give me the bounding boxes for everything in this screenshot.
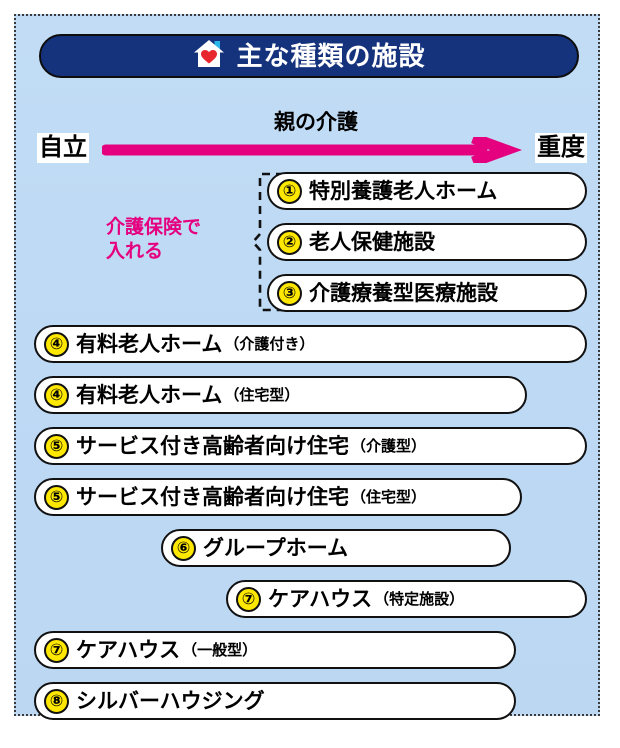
facility-row[interactable]: ① 特別養護老人ホーム xyxy=(267,172,587,210)
facility-name: ケアハウス xyxy=(268,587,373,611)
facility-row[interactable]: ③ 介護療養型医療施設 xyxy=(267,274,587,312)
facility-name: グループホーム xyxy=(203,536,349,560)
facility-name: 介護療養型医療施設 xyxy=(309,281,498,305)
facility-subtype: （住宅型） xyxy=(224,386,300,404)
facility-row[interactable]: ④ 有料老人ホーム（住宅型） xyxy=(34,376,527,414)
severity-arrow-icon xyxy=(100,132,523,168)
facility-name: サービス付き高齢者向け住宅 xyxy=(76,485,349,509)
facility-number-badge: ⑦ xyxy=(236,586,261,612)
facility-name: シルバーハウジング xyxy=(76,689,265,713)
facility-subtype: （介護付き） xyxy=(224,335,315,353)
facility-name: ケアハウス xyxy=(76,638,181,662)
axis-caption: 親の介護 xyxy=(16,112,602,133)
title-bar: 主な種類の施設 xyxy=(39,34,579,78)
insurance-note-line2: 入れる xyxy=(106,241,164,263)
facility-number-badge: ⑥ xyxy=(171,535,196,561)
facility-name: 有料老人ホーム xyxy=(76,383,223,407)
facility-number-badge: ④ xyxy=(44,382,69,408)
facility-subtype: （介護型） xyxy=(351,437,427,455)
facility-row[interactable]: ⑦ ケアハウス（一般型） xyxy=(34,631,516,669)
facility-number-badge: ⑦ xyxy=(44,637,69,663)
insurance-note-line1: 介護保険で xyxy=(106,217,202,238)
facility-subtype: （一般型） xyxy=(182,641,258,659)
facility-row[interactable]: ⑦ ケアハウス（特定施設） xyxy=(226,580,587,618)
facility-row[interactable]: ⑧ シルバーハウジング xyxy=(34,682,516,720)
facility-name: 有料老人ホーム xyxy=(76,332,223,356)
facility-number-badge: ② xyxy=(277,229,302,255)
page-title: 主な種類の施設 xyxy=(236,41,426,71)
facility-number-badge: ③ xyxy=(277,280,302,306)
house-heart-icon xyxy=(192,38,226,74)
facility-row[interactable]: ⑥ グループホーム xyxy=(161,529,511,567)
facility-row[interactable]: ④ 有料老人ホーム（介護付き） xyxy=(34,325,587,363)
facility-subtype: （特定施設） xyxy=(374,590,465,608)
severity-axis: 自立 重度 xyxy=(16,131,602,168)
facility-number-badge: ① xyxy=(277,178,302,204)
facility-subtype: （住宅型） xyxy=(351,488,427,506)
facility-number-badge: ⑧ xyxy=(44,688,69,714)
axis-label-left: 自立 xyxy=(37,133,89,163)
facility-row[interactable]: ⑤ サービス付き高齢者向け住宅（住宅型） xyxy=(34,478,522,516)
insurance-note: 介護保険で 入れる xyxy=(106,216,256,265)
facility-number-badge: ⑤ xyxy=(44,433,69,459)
axis-label-right: 重度 xyxy=(535,133,587,163)
content-panel: 主な種類の施設 親の介護 自立 重度 介護保険で 入れる xyxy=(14,14,602,720)
facility-row[interactable]: ⑤ サービス付き高齢者向け住宅（介護型） xyxy=(34,427,587,465)
facility-name: 老人保健施設 xyxy=(309,230,435,254)
axis-caption-label: 親の介護 xyxy=(274,111,358,134)
facility-name: サービス付き高齢者向け住宅 xyxy=(76,434,349,458)
facility-row[interactable]: ② 老人保健施設 xyxy=(267,223,587,261)
facility-number-badge: ④ xyxy=(44,331,69,357)
facility-name: 特別養護老人ホーム xyxy=(309,179,498,203)
facility-number-badge: ⑤ xyxy=(44,484,69,510)
